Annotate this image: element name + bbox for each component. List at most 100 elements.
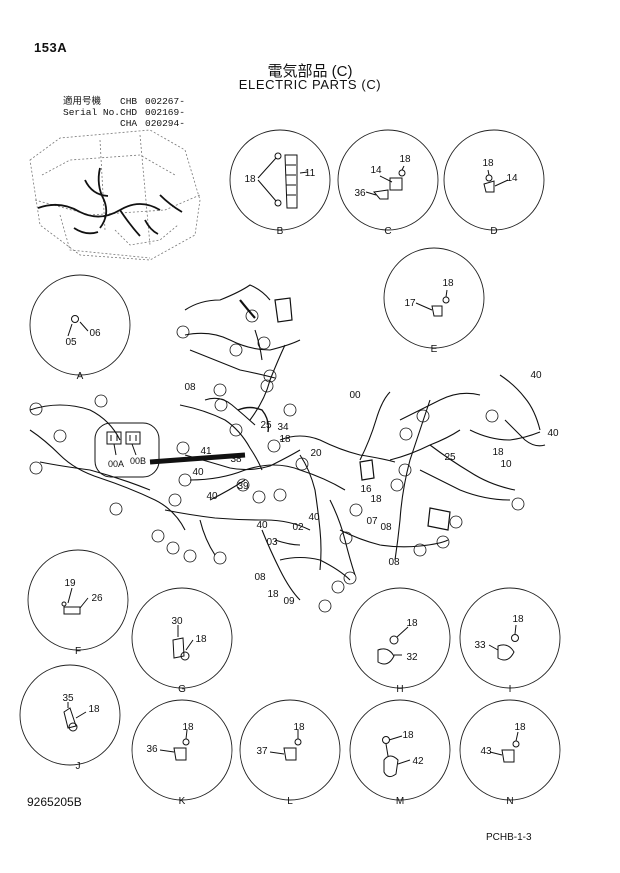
detail-circle-i xyxy=(459,587,561,689)
serial-number: 002169- xyxy=(145,107,185,118)
detail-letter-h: H xyxy=(396,684,403,695)
callout-number: 25 xyxy=(260,420,272,431)
main-harness-leader-bar xyxy=(149,452,246,465)
connector-inset xyxy=(94,422,160,478)
page-code: PCHB-1-3 xyxy=(486,832,532,843)
detail-k-part-label: 18 xyxy=(182,722,194,733)
callout-number: 08 xyxy=(380,522,392,533)
callout-number: 41 xyxy=(200,446,212,457)
callout-number: 38 xyxy=(230,454,242,465)
detail-letter-d: D xyxy=(490,226,497,237)
callout-number: 40 xyxy=(256,520,268,531)
serial-label-jp: 適用号機 xyxy=(63,96,102,107)
detail-circle-f xyxy=(27,549,129,651)
detail-c-part-label: 14 xyxy=(370,165,382,176)
detail-circle-g xyxy=(131,587,233,689)
callout-number: 08 xyxy=(184,382,196,393)
detail-circle-a xyxy=(29,274,131,376)
detail-circle-c xyxy=(337,129,439,231)
serial-model: CHA xyxy=(120,118,138,129)
detail-n-part-label: 18 xyxy=(514,722,526,733)
detail-n-part-label: 43 xyxy=(480,746,492,757)
detail-k-part-label: 36 xyxy=(146,744,158,755)
detail-h-connector-part xyxy=(377,648,395,665)
callout-number: 02 xyxy=(292,522,304,533)
title-english: ELECTRIC PARTS (C) xyxy=(238,77,382,92)
callout-number: 10 xyxy=(500,459,512,470)
callout-number: 08 xyxy=(388,557,400,568)
detail-circle-m xyxy=(349,699,451,801)
connector-label-00b: 00B xyxy=(130,456,146,466)
detail-d-part-label: 18 xyxy=(482,158,494,169)
callout-number: 25 xyxy=(444,452,456,463)
serial-number: 020294- xyxy=(145,118,185,129)
detail-f-block-part xyxy=(63,606,81,615)
callout-number: 03 xyxy=(266,537,278,548)
detail-circle-d xyxy=(443,129,545,231)
detail-i-connector-part xyxy=(497,644,515,661)
detail-l-part-label: 37 xyxy=(256,746,268,757)
detail-j-part-label: 18 xyxy=(88,704,100,715)
detail-c-part-label: 18 xyxy=(399,154,411,165)
detail-g-part-label: 18 xyxy=(195,634,207,645)
detail-d-part-label: 14 xyxy=(506,173,518,184)
serial-number: 002267- xyxy=(145,96,185,107)
detail-b-part-label: 18 xyxy=(244,174,256,185)
detail-letter-b: B xyxy=(277,226,284,237)
main-harness-detail-bundles xyxy=(237,297,451,531)
detail-f-part-label: 19 xyxy=(64,578,76,589)
detail-a-part-label: 05 xyxy=(65,337,77,348)
detail-n-clip-part xyxy=(501,749,515,763)
detail-c-part-label: 36 xyxy=(354,188,366,199)
machine-overview-illustration xyxy=(29,129,201,261)
callout-number: 00 xyxy=(349,390,361,401)
callout-number: 40 xyxy=(308,512,320,523)
detail-circle-n xyxy=(459,699,561,801)
detail-d-clip-part xyxy=(483,180,495,193)
detail-g-connector-part xyxy=(172,637,185,659)
detail-f-part-label: 26 xyxy=(91,593,103,604)
callout-number: 18 xyxy=(492,447,504,458)
detail-m-relay-icon xyxy=(382,736,390,744)
detail-l-part-label: 18 xyxy=(293,722,305,733)
main-callout-letters xyxy=(29,309,525,613)
detail-a-stud-icon xyxy=(71,315,79,323)
detail-letter-c: C xyxy=(384,226,391,237)
callout-number: 18 xyxy=(370,494,382,505)
title-japanese: 電気部品 (C) xyxy=(267,63,353,80)
callout-number: 39 xyxy=(237,481,249,492)
callout-number: 40 xyxy=(547,428,559,439)
detail-b-clip-icon xyxy=(274,152,282,160)
serial-model: CHD xyxy=(120,107,138,118)
detail-circle-k xyxy=(131,699,233,801)
detail-m-part-label: 42 xyxy=(412,756,424,767)
detail-letter-k: K xyxy=(179,796,186,807)
detail-i-part-label: 33 xyxy=(474,640,486,651)
detail-b-harness-part xyxy=(284,154,298,209)
detail-e-part-label: 17 xyxy=(404,298,416,309)
detail-l-clip-part xyxy=(283,747,297,761)
page-number: 153A xyxy=(34,40,68,55)
detail-h-part-label: 18 xyxy=(406,618,418,629)
detail-letter-e: E xyxy=(431,344,438,355)
detail-k-clip-part xyxy=(173,747,187,761)
detail-circle-l xyxy=(239,699,341,801)
detail-h-part-label: 32 xyxy=(406,652,418,663)
detail-letter-a: A xyxy=(77,371,84,382)
detail-letter-l: L xyxy=(287,796,293,807)
detail-letter-j: J xyxy=(76,761,81,772)
detail-j-connector-part xyxy=(63,707,77,729)
serial-model: CHB xyxy=(120,96,138,107)
callout-number: 40 xyxy=(192,467,204,478)
callout-number: 40 xyxy=(206,491,218,502)
callout-number: 20 xyxy=(310,448,322,459)
document-number: 9265205B xyxy=(27,795,82,809)
detail-i-part-label: 18 xyxy=(512,614,524,625)
detail-letter-f: F xyxy=(75,646,81,657)
callout-number: 09 xyxy=(283,596,295,607)
detail-letter-n: N xyxy=(506,796,513,807)
machine-overview-harness xyxy=(37,167,183,237)
callout-number: 16 xyxy=(360,484,372,495)
detail-circle-b xyxy=(229,129,331,231)
